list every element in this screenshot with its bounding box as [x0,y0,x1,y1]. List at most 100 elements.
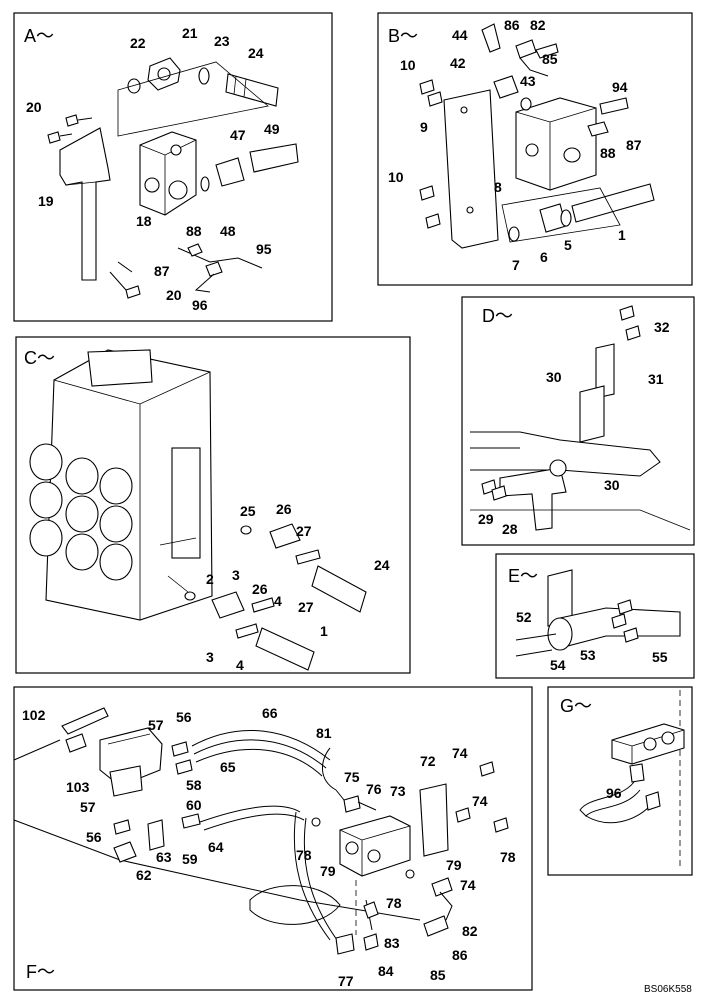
callout-b-10: 87 [626,137,642,153]
callout-c-0: 25 [240,503,256,519]
callout-f-15: 74 [452,745,468,761]
callout-f-27: 82 [462,923,478,939]
callout-b-8: 9 [420,119,428,135]
callout-a-12: 95 [256,241,272,257]
callout-d-5: 28 [502,521,518,537]
panel-a-frame [13,12,333,322]
callout-f-4: 103 [66,779,90,795]
callout-b-13: 6 [540,249,548,265]
callout-f-19: 72 [420,753,436,769]
callout-f-0: 102 [22,707,46,723]
callout-b-3: 85 [542,51,558,67]
callout-a-3: 24 [248,45,264,61]
callout-e-1: 55 [652,649,668,665]
callout-d-0: 32 [654,319,670,335]
callout-d-4: 29 [478,511,494,527]
callout-a-13: 96 [192,297,208,313]
callout-a-7: 18 [136,213,152,229]
panel-d-title: D～ [482,306,513,326]
panel-f-frame [13,686,533,991]
callout-a-8: 19 [38,193,54,209]
callout-a-6: 49 [264,121,280,137]
diagram-code: BS06K558 [644,984,692,995]
callout-b-0: 44 [452,27,468,43]
callout-c-3: 24 [374,557,390,573]
callout-c-11: 4 [236,657,244,673]
callout-b-2: 82 [530,17,546,33]
callout-f-28: 83 [384,935,400,951]
callout-a-2: 23 [214,33,230,49]
callout-b-6: 10 [400,57,416,73]
panel-c-title: C～ [24,348,55,368]
callout-c-5: 3 [232,567,240,583]
callout-a-0: 22 [130,35,146,51]
callout-f-11: 63 [156,849,172,865]
callout-c-6: 26 [252,581,268,597]
panel-d-drawing [470,305,691,531]
panel-b-title: B～ [388,26,418,46]
callout-c-7: 4 [274,593,282,609]
panel-e-title: E～ [508,566,538,586]
callout-f-12: 59 [182,851,198,867]
callout-b-16: 1 [618,227,626,243]
panel-f-title: F～ [26,962,55,982]
panel-d-frame [461,296,695,546]
callout-f-23: 79 [446,857,462,873]
callout-f-29: 86 [452,947,468,963]
callout-a-1: 21 [182,25,198,41]
callout-f-24: 78 [500,849,516,865]
callout-b-12: 10 [388,169,404,185]
callout-a-5: 47 [230,127,246,143]
callout-f-13: 64 [208,839,224,855]
callout-f-3: 66 [262,705,278,721]
callout-e-2: 54 [550,657,566,673]
callout-f-16: 75 [344,769,360,785]
callout-f-10: 56 [86,829,102,845]
callout-c-4: 2 [206,571,214,587]
callout-a-10: 88 [186,223,202,239]
callout-f-32: 85 [430,967,446,983]
callout-f-17: 76 [366,781,382,797]
callout-f-31: 84 [378,963,394,979]
panel-g-drawing [579,690,685,870]
callout-f-20: 74 [472,793,488,809]
callout-a-11: 87 [154,263,170,279]
callout-b-7: 94 [612,79,628,95]
panel-e-frame [495,553,695,679]
callout-b-4: 42 [450,55,466,71]
callout-b-5: 43 [520,73,536,89]
callout-f-8: 57 [80,799,96,815]
callout-a-14: 20 [166,287,182,303]
panel-b-frame [377,12,693,286]
callout-f-22: 79 [320,863,336,879]
panel-g-title: G～ [560,696,592,716]
callout-f-5: 58 [186,777,202,793]
callout-f-21: 78 [296,847,312,863]
callout-f-1: 57 [148,717,164,733]
panel-c-drawing [29,349,367,671]
callout-f-2: 56 [176,709,192,725]
callout-c-1: 26 [276,501,292,517]
panel-c-frame [15,336,411,674]
callout-f-25: 74 [460,877,476,893]
callout-c-8: 27 [298,599,314,615]
callout-b-1: 86 [504,17,520,33]
callout-c-9: 1 [320,623,328,639]
callout-e-3: 53 [580,647,596,663]
callout-b-11: 8 [494,179,502,195]
callout-a-4: 20 [26,99,42,115]
callout-f-14: 62 [136,867,152,883]
callout-c-2: 27 [296,523,312,539]
panel-e-drawing [515,569,681,657]
callout-b-14: 7 [512,257,520,273]
panel-f-drawing [13,707,509,955]
spool-stack [29,443,133,581]
callout-e-0: 52 [516,609,532,625]
callout-a-9: 48 [220,223,236,239]
callout-d-2: 31 [648,371,664,387]
callout-f-7: 81 [316,725,332,741]
panel-a-drawing [47,57,299,299]
callout-b-9: 88 [600,145,616,161]
